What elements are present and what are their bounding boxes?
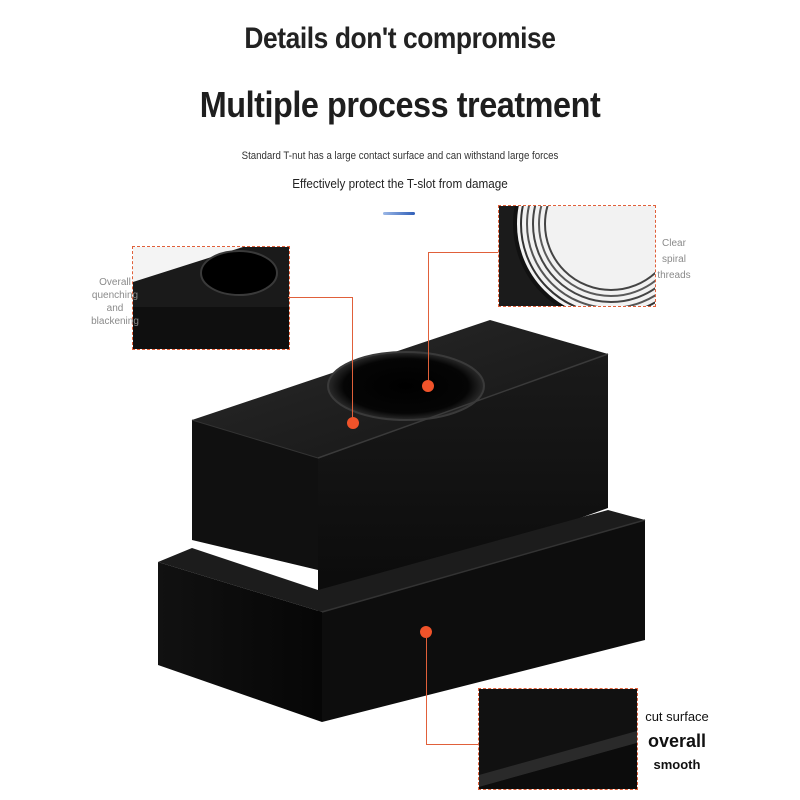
- callout-label-line: Clear: [662, 238, 686, 249]
- callout-label-quenching: Overall quenching and blackening: [90, 276, 140, 328]
- callout-label-line: blackening: [91, 316, 139, 327]
- leader-line-quenching-v: [352, 297, 353, 421]
- callout-label-cut-surface: cut surface: [645, 709, 709, 724]
- callout-label-overall: overall: [647, 731, 707, 751]
- callout-dot: [422, 380, 434, 392]
- callout-dot: [420, 626, 432, 638]
- callout-box-quenching: [132, 246, 290, 350]
- subtitle-contact-surface: Standard T-nut has a large contact surfa…: [241, 150, 559, 162]
- cut-surface-closeup-illustration: [479, 689, 637, 789]
- callout-label-line: Overall: [99, 277, 131, 288]
- accent-divider: [383, 212, 415, 215]
- callout-label-smooth: smooth: [653, 757, 701, 772]
- callout-box-threads: [498, 205, 656, 307]
- leader-line-threads-v: [428, 252, 429, 380]
- callout-label-line: threads: [657, 270, 691, 281]
- leader-line-surface-h: [426, 744, 478, 745]
- surface-closeup-illustration: [133, 247, 289, 349]
- callout-label-line: and: [106, 303, 124, 314]
- thread-closeup-illustration: [499, 206, 655, 306]
- headline: Details don't compromise: [244, 22, 556, 55]
- callout-label-line: quenching: [91, 290, 139, 301]
- callout-dot: [347, 417, 359, 429]
- leader-line-quenching-h: [288, 297, 352, 298]
- leader-line-threads-h: [428, 252, 498, 253]
- page-title: Multiple process treatment: [199, 84, 601, 125]
- callout-label-line: spiral: [662, 254, 686, 265]
- callout-label-threads: Clear spiral threads: [652, 236, 696, 284]
- leader-line-surface-v: [426, 638, 427, 744]
- subtitle-protect-slot: Effectively protect the T-slot from dama…: [292, 176, 508, 191]
- callout-box-cut-surface: [478, 688, 638, 790]
